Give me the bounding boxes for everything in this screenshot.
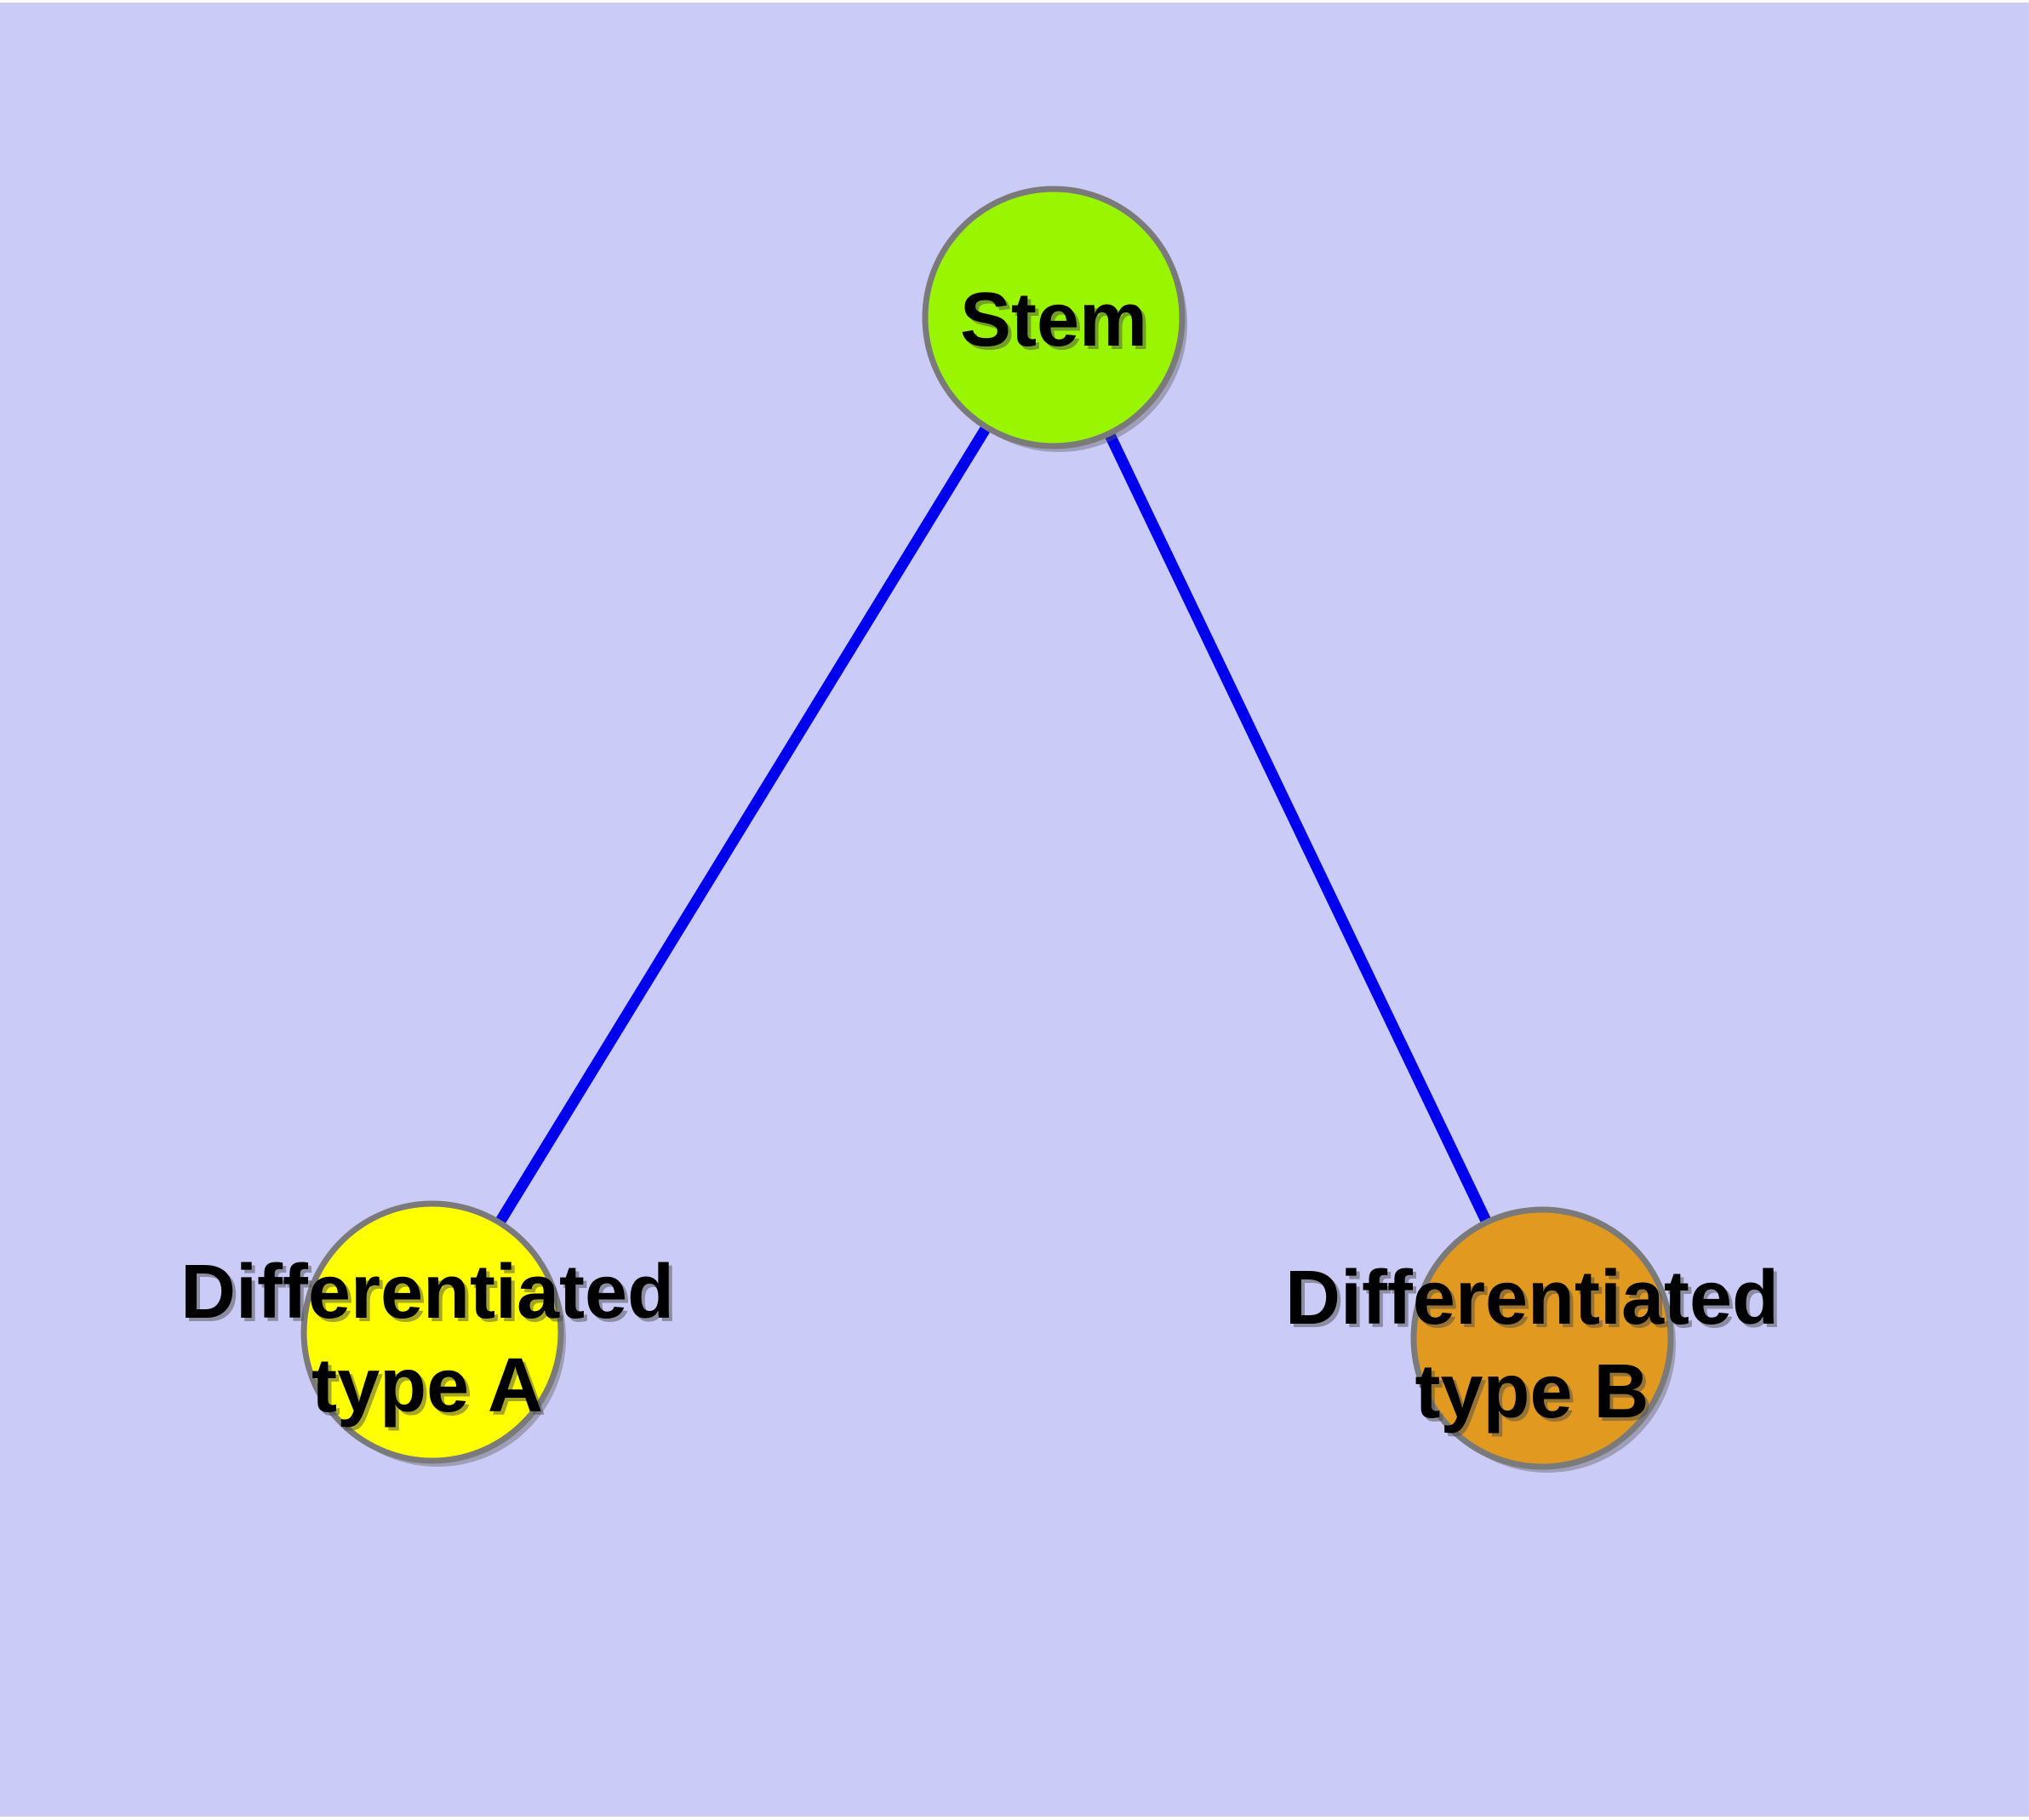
node-stem-circle	[922, 186, 1186, 449]
node-type-b-label-line2: type B	[1415, 1349, 1649, 1434]
node-differentiated-type-a: Differentiated type A Differentiated typ…	[180, 1200, 677, 1467]
node-differentiated-type-b: Differentiated type B Differentiated typ…	[1285, 1206, 1782, 1473]
node-type-b-label-shadow: type B	[1418, 1353, 1652, 1438]
edge-stem-to-type-b	[1049, 315, 1547, 1341]
node-type-a-label-line1: Differentiated	[180, 1250, 674, 1335]
node-type-a-circle	[300, 1200, 564, 1464]
edge-group	[427, 314, 1547, 1341]
node-type-b-label-shadow: Differentiated	[1289, 1259, 1782, 1344]
node-type-a-label-shadow: Differentiated	[184, 1253, 677, 1338]
node-type-a-label-line2: type A	[311, 1343, 543, 1428]
node-stem: Stem Stem	[922, 186, 1187, 452]
node-type-b-circle	[1410, 1206, 1674, 1470]
edge-stem-to-type-a	[427, 314, 1059, 1336]
node-stem-label: Stem	[960, 278, 1147, 363]
node-type-a-label-shadow: type A	[315, 1347, 546, 1432]
node-type-b-label-line1: Differentiated	[1285, 1256, 1779, 1341]
node-stem-label-shadow: Stem	[963, 281, 1151, 366]
